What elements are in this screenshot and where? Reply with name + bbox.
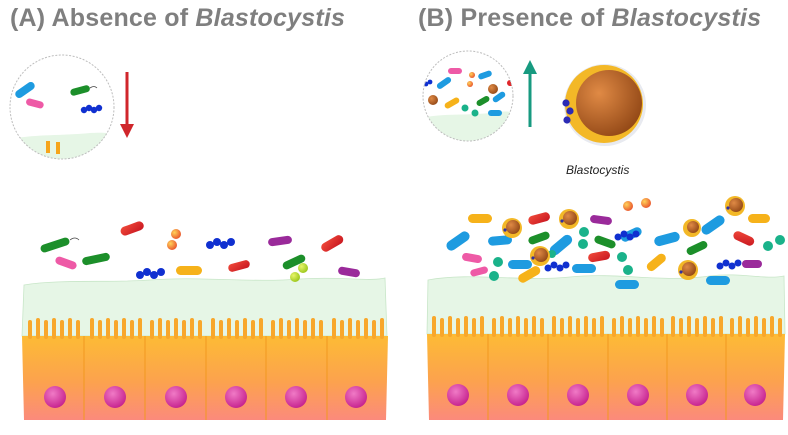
panel-b-microbiota	[446, 196, 785, 289]
panel-b-title: (B) Presence of Blastocystis	[418, 4, 761, 33]
blastocystis-cyst-enlarged	[562, 64, 646, 146]
panel-a-magnified-view	[9, 54, 115, 160]
panel-a-microbiota	[40, 221, 360, 282]
panel-a-title: (A) Absence of Blastocystis	[10, 4, 345, 33]
panel-a-epithelium	[22, 318, 388, 420]
panel-b-magnified-view	[422, 50, 514, 142]
panel-b-title-organism: Blastocystis	[611, 4, 762, 32]
panel-b-nuclei	[447, 384, 766, 406]
panel-a-title-prefix: (A) Absence of	[10, 4, 196, 32]
blastocystis-cells	[502, 196, 745, 280]
increase-arrow	[523, 60, 537, 127]
panel-b-title-prefix: (B) Presence of	[418, 4, 612, 32]
blastocystis-label: Blastocystis	[566, 163, 630, 177]
panel-b-epithelium	[427, 316, 785, 420]
decrease-arrow	[120, 72, 134, 138]
panel-a-nuclei	[44, 386, 367, 408]
panel-a-title-organism: Blastocystis	[195, 4, 346, 32]
